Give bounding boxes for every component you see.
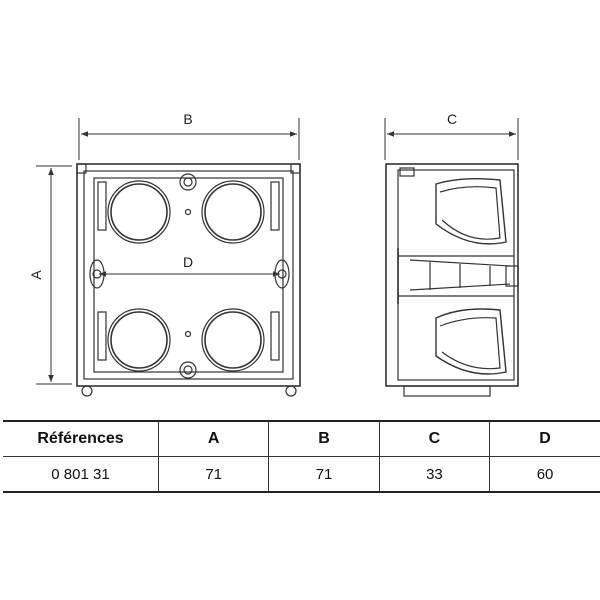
header-a: A [157,420,270,457]
dim-label-a: A [28,270,44,280]
dim-label-b: B [183,111,192,127]
knockout-bottom-right [204,311,262,369]
dim-label-c: C [447,111,457,127]
dim-label-d: D [183,254,193,270]
knockout-bottom-left [110,311,168,369]
table-header-row: Références A B C D [3,420,600,457]
front-view [76,163,301,397]
header-b: B [268,420,380,457]
cell-d: 60 [489,456,600,493]
header-d: D [489,420,600,457]
header-c: C [378,420,491,457]
cell-reference: 0 801 31 [3,456,159,493]
technical-drawing: B C A D [28,111,519,397]
dimension-lines [36,118,519,385]
cell-b: 71 [268,456,380,493]
cell-c: 33 [378,456,491,493]
cell-a: 71 [157,456,270,493]
header-references: Références [3,420,159,457]
side-view [385,163,519,397]
spec-table: Références A B C D 0 801 31 71 71 33 60 [3,420,600,493]
knockout-top-right [204,183,262,241]
table-row: 0 801 31 71 71 33 60 [3,456,600,493]
knockout-top-left [110,183,168,241]
